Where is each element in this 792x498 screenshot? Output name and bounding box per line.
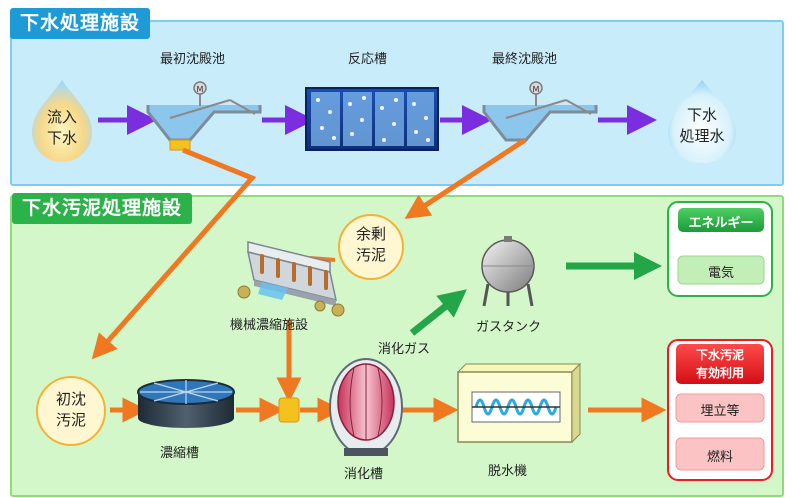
energy-output-box [667,201,773,297]
excess-sludge-line2: 汚泥 [355,246,386,264]
primary-motor-label: M [197,85,204,94]
gas-tank-icon [481,236,535,307]
treatment-section-title: 下水処理施設 [10,8,151,39]
sludge-junction [278,397,300,423]
inflow-drop-icon [32,80,92,162]
primary-sludge-label: 初沈 汚泥 [36,389,106,431]
final-clarifier-icon [482,81,598,142]
gas-tank-label: ガスタンク [476,320,542,335]
arrow-final-to-excess-sludge [404,137,527,219]
excess-sludge-label: 余剰 汚泥 [338,224,404,266]
treated-water-line2: 処理水 [679,127,725,145]
arrow-primary-to-thickener [91,147,257,360]
primary-clarifier-label: 最初沈殿池 [160,52,226,67]
digester-icon [329,358,403,456]
sludge-section-title: 下水汚泥処理施設 [12,193,193,224]
final-motor-label: M [533,85,540,94]
final-clarifier-label: 最終沈殿池 [492,52,558,67]
treated-water-drop-icon [668,80,736,163]
mechanical-thickener-label: 機械濃縮施設 [230,318,309,333]
gravity-thickener-label: 濃縮槽 [160,446,200,461]
digestion-gas-label: 消化ガス [378,342,431,357]
inflow-label-line2: 下水 [46,129,77,147]
digester-label: 消化槽 [344,467,384,482]
energy-title: エネルギー [688,216,754,231]
primary-sludge-circle [36,376,106,446]
treated-water-line1: 下水 [686,106,717,124]
reuse-item-landfill: 埋立等 [700,404,740,419]
reuse-title: 下水汚泥 有効利用 [676,346,764,382]
arrow-digester-to-gas-tank [409,289,467,336]
inflow-label: 流入 下水 [32,107,92,149]
excess-sludge-circle [338,214,404,280]
treated-water-label: 下水 処理水 [664,105,740,147]
reuse-title-line1: 下水汚泥 [695,348,744,362]
energy-item-electricity: 電気 [707,266,734,281]
mechanical-thickener-icon [237,241,345,317]
gravity-thickener-icon [137,379,235,428]
reuse-output-box [667,339,773,481]
inflow-label-line1: 流入 [46,108,77,126]
primary-clarifier-icon [146,81,262,151]
reactor-icon [305,87,439,151]
reuse-title-line2: 有効利用 [695,366,744,380]
dewatering-machine-icon [456,362,582,444]
primary-sludge-line1: 初沈 [55,390,86,408]
dewatering-label: 脱水機 [488,464,528,479]
primary-sludge-line2: 汚泥 [55,411,86,429]
excess-sludge-line1: 余剰 [355,225,386,243]
reactor-label: 反応槽 [348,52,388,67]
reuse-item-fuel: 燃料 [706,450,733,465]
